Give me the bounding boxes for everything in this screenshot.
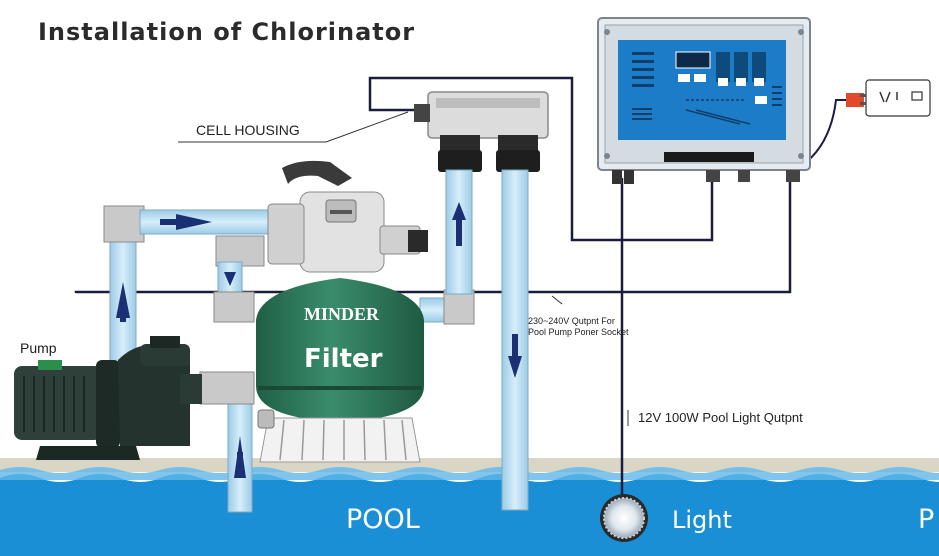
control-box-vent xyxy=(664,152,754,162)
pump-label: Pump xyxy=(20,340,57,356)
pump-power-wire xyxy=(74,175,792,294)
flow-arrows xyxy=(116,202,522,478)
arrow-up-icon xyxy=(452,202,466,220)
wall-socket-icon xyxy=(846,79,931,117)
cell-wire xyxy=(368,76,714,242)
display-screen xyxy=(675,51,711,69)
pool-label: POOL xyxy=(346,504,420,535)
light-outlet-label: 12V 100W Pool Light Qutpnt xyxy=(638,410,803,425)
page-title: Installation of Chlorinator xyxy=(38,18,416,46)
arrow-down-icon xyxy=(224,272,236,286)
filter-tank xyxy=(256,278,424,463)
panel-button xyxy=(678,74,690,82)
cell-housing-label: CELL HOUSING xyxy=(196,122,300,138)
leader-lines xyxy=(178,111,629,426)
wiring xyxy=(74,76,848,505)
pool-label-partial: P xyxy=(918,504,935,535)
power-outlet-label-1: 230~240V Qutpnt For xyxy=(528,316,615,326)
drain-plug xyxy=(257,409,275,429)
chlorinator-control-box xyxy=(597,17,811,184)
multiport-valve xyxy=(267,160,428,273)
light-label: Light xyxy=(672,506,732,534)
filter-brand-label: MINDER xyxy=(304,304,379,324)
panel-button xyxy=(694,74,706,82)
pool-light-icon xyxy=(600,494,648,542)
power-outlet-label-2: Pool Pump Poner Socket xyxy=(528,327,629,337)
arrow-right-icon xyxy=(176,214,212,230)
cell-housing xyxy=(414,91,549,172)
pump xyxy=(14,336,202,460)
pool-deck xyxy=(0,458,939,472)
filter-name-label: Filter xyxy=(304,344,383,374)
arrow-down-icon xyxy=(508,356,522,378)
pool-water xyxy=(0,474,939,556)
